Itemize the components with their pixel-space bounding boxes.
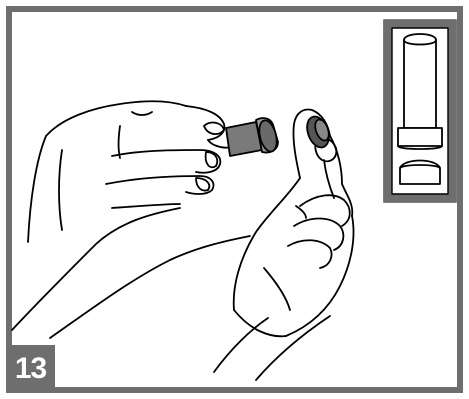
cartridge-cap	[303, 114, 333, 151]
left-hand	[12, 101, 250, 338]
step-number-badge: 13	[6, 345, 55, 393]
cartridge-body	[226, 118, 280, 156]
cartridge-detail-inset	[384, 20, 456, 202]
